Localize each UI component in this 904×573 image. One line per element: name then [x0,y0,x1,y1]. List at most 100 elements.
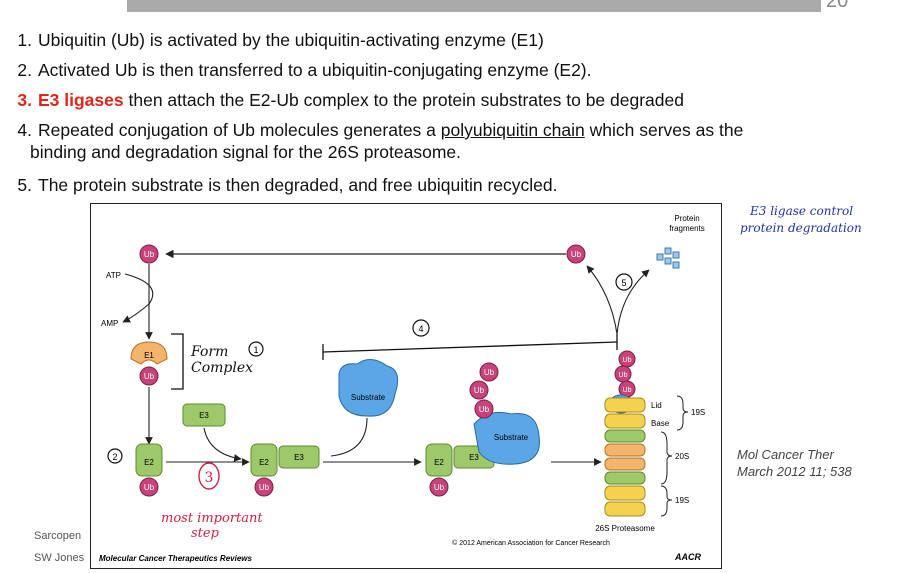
brace-19s-bottom [660,485,673,517]
point-text: then attach the E2-Ub complex to the pro… [123,90,684,110]
svg-text:Ub: Ub [434,483,445,492]
polyub-chain-substrate: Ub Ub Ub [469,362,499,419]
svg-text:E3: E3 [469,453,479,462]
point-text: Activated Ub is then transferred to a ub… [38,60,592,80]
ub-on-e2-2: Ub [254,477,274,497]
svg-text:2: 2 [112,452,117,462]
svg-text:4: 4 [418,324,423,334]
proteasome-19s-lid [604,394,646,429]
svg-text:3: 3 [205,470,214,486]
footer-line1: Sarcopen [34,530,82,542]
point-4: 4. Repeated conjugation of Ub molecules g… [0,120,743,141]
e2-enzyme-1: E2 [135,443,163,477]
svg-text:Substrate: Substrate [351,393,386,402]
svg-text:Ub: Ub [144,372,155,381]
e3-ligase-free: E3 [182,403,226,427]
point-highlight: E3 ligases [38,90,124,110]
ub-recycled-left: Ub [139,244,159,264]
base-label: Base [651,419,670,428]
slide-top-bar [127,0,821,12]
brace-20s [660,431,673,485]
label-20s: 20S [675,452,689,461]
svg-text:1: 1 [253,345,258,355]
annotation-line1: E3 ligase control [750,204,854,218]
protein-fragments-icon [656,247,680,269]
ubiquitin-pathway-figure: Ub Ub ATP AMP E1 Ub Form Complex 1 E2 Ub… [90,203,722,569]
step-3-circle: 3 [198,462,220,490]
substrate-join-arrow [330,417,368,457]
svg-text:E3: E3 [294,453,304,462]
polyub-chain-proteasome: Ub Ub Ub [614,350,636,398]
fragments-arrow [616,269,650,335]
form-complex-hand-1: Form [190,344,228,360]
e3-join-arrow [203,427,242,462]
amp-label: AMP [101,319,118,328]
protein-fragments-label-2: fragments [669,224,705,233]
point-2: 2. Activated Ub is then transferred to a … [0,60,592,81]
footer-line2: SW Jones [34,552,85,564]
substrate-free: Substrate [338,359,399,417]
page-number: 20 [826,0,849,12]
most-important-hand-2: step [191,526,220,541]
point-number: 5. [17,175,32,195]
atp-label: ATP [106,271,121,280]
point-text: Repeated conjugation of Ub molecules gen… [38,120,441,140]
label-19s-bottom: 19S [675,496,689,505]
most-important-hand-1: most important [161,511,263,526]
copyright: © 2012 American Association for Cancer R… [452,539,610,547]
step-5-circle: 5 [615,273,633,291]
svg-text:Ub: Ub [144,483,155,492]
point-number: 4. [17,120,32,140]
figure-svg: Ub Ub ATP AMP E1 Ub Form Complex 1 E2 Ub… [99,214,705,563]
e3-ligase-bound-1: E3 [278,445,320,469]
point-underlined: polyubiquitin chain [440,120,585,140]
svg-text:5: 5 [621,278,626,288]
svg-text:Substrate: Substrate [494,433,529,442]
svg-text:Ub: Ub [571,250,582,259]
svg-text:E2: E2 [434,458,444,467]
annotation-line2: protein degradation [740,221,862,235]
aacr-logo: AACR [674,552,701,562]
atp-amp-arrow [122,273,154,323]
svg-text:E2: E2 [259,458,269,467]
point-5: 5. The protein substrate is then degraded… [0,175,558,196]
point-text: Ubiquitin (Ub) is activated by the ubiqu… [38,30,544,50]
svg-text:E3: E3 [199,411,209,420]
citation-line1: Mol Cancer Ther [737,447,834,462]
protein-fragments-label-1: Protein [674,214,699,223]
proteasome-19s-bottom [604,485,646,517]
ub-on-e2-1: Ub [139,477,159,497]
step-4-circle: 4 [412,319,430,337]
svg-text:E1: E1 [144,351,154,360]
journal-name: Molecular Cancer Therapeutics Reviews [99,554,253,563]
svg-text:Ub: Ub [474,386,485,395]
svg-text:Ub: Ub [144,250,155,259]
svg-text:Ub: Ub [619,372,628,379]
point-3: 3. E3 ligases then attach the E2-Ub compl… [0,90,684,111]
point-number: 3. [17,90,32,110]
point-number: 2. [17,60,32,80]
svg-text:Ub: Ub [479,405,490,414]
form-complex-hand-2: Complex [191,360,253,376]
e2-enzyme-3: E2 [425,443,453,477]
point-text: which serves as the [584,120,744,140]
step-1-circle: 1 [248,341,264,357]
label-19s-top: 19S [691,408,705,417]
svg-text:E2: E2 [144,458,154,467]
point-4-line2: binding and degradation signal for the 2… [30,142,461,162]
svg-text:Ub: Ub [623,387,632,394]
point-text: The protein substrate is then degraded, … [38,175,558,195]
e2-enzyme-2: E2 [250,443,278,477]
proteasome-label: 26S Proteasome [595,524,655,533]
step-2-circle: 2 [107,448,123,464]
ub-recycle-arrow [586,265,618,335]
proteasome-20s-core [604,429,646,485]
svg-text:Ub: Ub [259,483,270,492]
ub-on-e1: Ub [139,366,159,386]
lid-label: Lid [651,401,662,410]
form-bracket [171,333,184,390]
substrate-bound: Substrate [473,411,540,465]
ub-recycled-right: Ub [566,244,586,264]
point-number: 1. [17,30,32,50]
citation-line2: March 2012 11; 538 [737,464,852,479]
